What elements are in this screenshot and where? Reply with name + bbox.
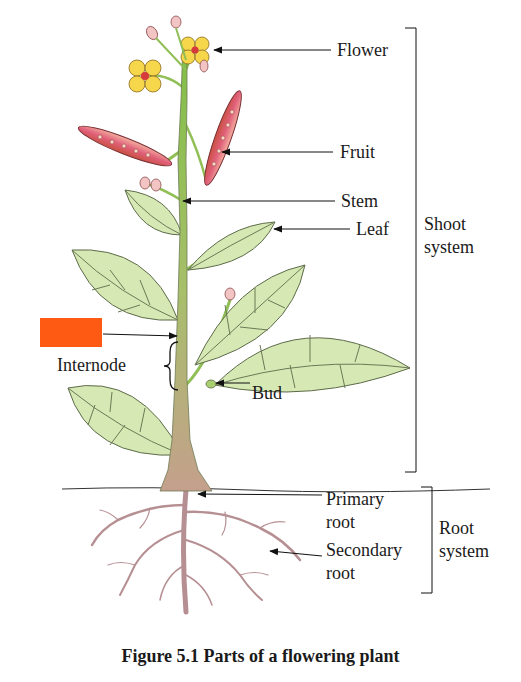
leader-arrow bbox=[216, 383, 250, 384]
rootlet bbox=[240, 573, 268, 576]
leader-group bbox=[103, 50, 350, 556]
flower-centre bbox=[192, 47, 199, 54]
leader-arrow bbox=[214, 50, 331, 51]
stem bbox=[160, 40, 212, 491]
rootlet bbox=[108, 563, 135, 566]
leaf-vein bbox=[92, 270, 150, 312]
flower-centre bbox=[141, 72, 149, 80]
root-group bbox=[92, 490, 300, 612]
secondary-root bbox=[120, 530, 184, 595]
secondary-root bbox=[160, 565, 185, 600]
leaf-vein bbox=[215, 364, 410, 385]
root-bracket bbox=[421, 487, 432, 593]
ground-line bbox=[62, 488, 490, 492]
seed bbox=[134, 149, 138, 153]
part-label: Internode bbox=[57, 354, 157, 377]
shoot-bracket bbox=[405, 28, 416, 472]
part-label: Primary root bbox=[326, 488, 398, 534]
fruit-pod bbox=[199, 88, 247, 188]
leaf-vein bbox=[188, 222, 275, 270]
seed bbox=[230, 110, 234, 114]
seed bbox=[221, 136, 225, 140]
secondary-root bbox=[186, 575, 212, 605]
leaf bbox=[68, 385, 182, 455]
leaf bbox=[215, 338, 410, 392]
leader-arrow bbox=[222, 152, 333, 153]
leader-arrow bbox=[198, 494, 322, 495]
rootlet bbox=[140, 508, 150, 528]
hidden-label-box bbox=[40, 318, 102, 347]
leaf-vein bbox=[68, 388, 182, 455]
leaf-vein bbox=[72, 250, 178, 320]
axillary-bud bbox=[206, 380, 216, 388]
leaf bbox=[72, 250, 178, 321]
internode-brace bbox=[164, 342, 178, 390]
seed bbox=[98, 135, 102, 139]
seed bbox=[217, 149, 221, 153]
leaf-vein bbox=[225, 288, 285, 335]
seed-group bbox=[98, 110, 234, 166]
rootlet bbox=[100, 510, 118, 520]
flower-bud bbox=[140, 177, 150, 189]
part-label: Secondary root bbox=[326, 539, 422, 585]
part-label: Flower bbox=[337, 39, 427, 62]
seed bbox=[122, 144, 126, 148]
rootlet bbox=[222, 512, 226, 535]
secondary-root bbox=[92, 505, 184, 545]
part-label: Stem bbox=[341, 190, 431, 213]
primary-root bbox=[184, 490, 187, 612]
secondary-root bbox=[186, 540, 262, 600]
seed bbox=[212, 162, 216, 166]
flower-stalk bbox=[156, 28, 186, 70]
rootlet bbox=[260, 522, 285, 528]
flower-bud bbox=[151, 179, 161, 191]
part-label: Root system bbox=[439, 517, 511, 563]
leaf-vein bbox=[88, 392, 145, 445]
figure-caption: Figure 5.1 Parts of a flowering plant bbox=[0, 645, 521, 668]
flower-bud bbox=[225, 288, 235, 300]
secondary-root bbox=[186, 512, 300, 560]
leader-arrow bbox=[274, 229, 350, 230]
leader-arrow bbox=[103, 334, 177, 336]
part-label: Fruit bbox=[340, 141, 430, 164]
fruit-group bbox=[76, 88, 248, 188]
leaf bbox=[188, 222, 275, 270]
leaf-vein bbox=[125, 190, 182, 235]
seed bbox=[110, 140, 114, 144]
leader-arrow bbox=[183, 201, 335, 202]
leaf-vein bbox=[260, 335, 360, 388]
seed bbox=[226, 123, 230, 127]
fruit-pod bbox=[76, 120, 175, 172]
leader-arrow bbox=[270, 551, 322, 556]
branch bbox=[186, 125, 206, 180]
leaf-vein bbox=[195, 265, 305, 365]
flower-bud bbox=[200, 60, 208, 72]
leaf bbox=[125, 190, 182, 235]
flower-bud bbox=[171, 16, 181, 28]
part-label: Bud bbox=[252, 382, 312, 405]
part-label: Shoot system bbox=[424, 213, 496, 259]
seed bbox=[146, 153, 150, 157]
flower-group bbox=[129, 16, 235, 300]
